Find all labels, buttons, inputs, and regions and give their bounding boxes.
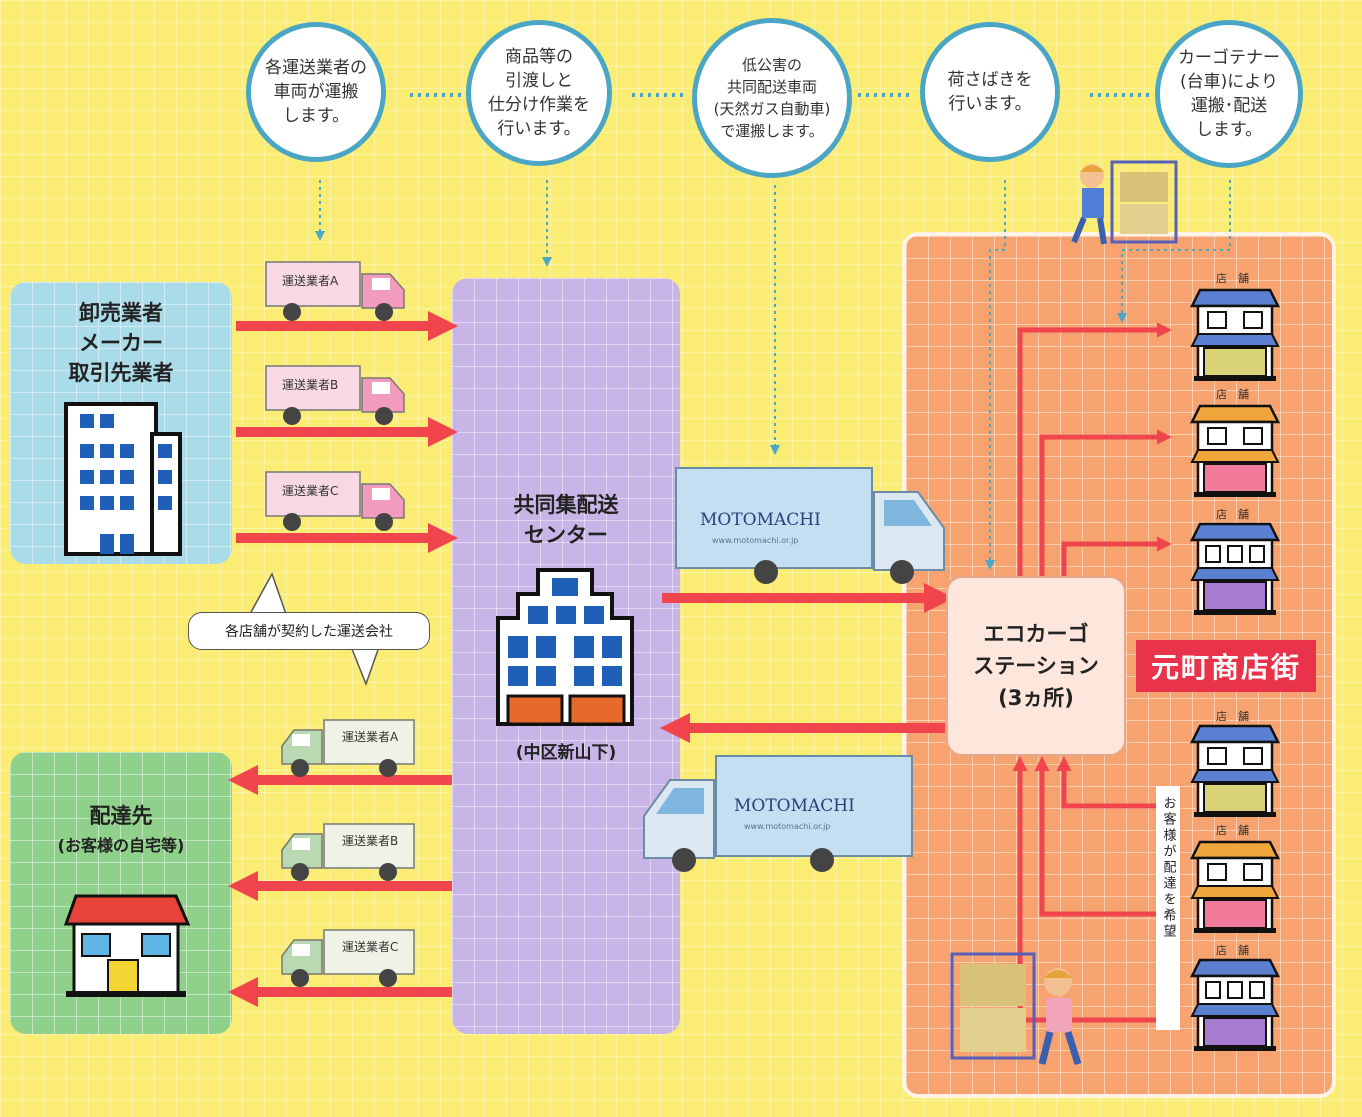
outbound-truck-a-label: 運送業者A [342,730,399,744]
bubble-low-emission-text: 低公害の 共同配送車両 (天然ガス自動車) で運搬します。 [713,56,831,140]
store-icon-5 [1189,840,1281,933]
inbound-truck-b [265,365,405,425]
store-icon-2 [1189,404,1281,497]
distribution-center-icon [496,568,634,726]
store-label-3: 店 舗 [1216,508,1249,521]
store-label-1: 店 舗 [1216,272,1249,285]
house-icon [63,894,191,997]
customer-delivery-request-note: お客様が配達を希望 [1156,786,1180,1030]
truck-url-outbound: www.motomachi.or.jp [712,536,799,545]
contracted-carrier-callout: 各店舗が契約した運送会社 [188,612,430,650]
truck-brand-outbound: MOTOMACHI [700,510,821,530]
inbound-truck-b-label: 運送業者B [282,378,339,392]
destination-panel [10,752,232,1034]
office-building-icon [64,402,182,556]
truck-url-inbound: www.motomachi.or.jp [744,822,831,831]
bubble-handling-text: 荷さばきを 行います。 [947,70,1033,114]
store-icon-4 [1189,724,1281,817]
destination-title: 配達先 [89,804,153,828]
eco-cargo-station-title: エコカーゴ ステーション (3ヵ所) [973,622,1099,710]
cart-worker-bottom-icon [950,952,1082,1066]
outbound-truck-b [281,823,415,881]
store-label-4: 店 舗 [1216,710,1249,723]
inbound-truck-c [265,471,405,531]
bubble-handling: 荷さばきを 行います。 [920,22,1060,162]
center-location: (中区新山下) [515,743,617,763]
store-label-2: 店 舗 [1216,388,1249,401]
store-icon-1 [1189,288,1281,381]
outbound-truck-c [281,929,415,987]
outbound-truck-b-label: 運送業者B [342,834,399,848]
callout-text: 各店舗が契約した運送会社 [225,624,393,640]
store-icon-6 [1189,958,1281,1051]
motomachi-shopping-street-label: 元町商店街 [1136,640,1316,692]
vertical-note-text: お客様が配達を希望 [1160,796,1176,940]
cart-worker-top-icon [1071,160,1178,245]
eco-cargo-station: エコカーゴ ステーション (3ヵ所) [946,576,1126,756]
bubble-low-emission: 低公害の 共同配送車両 (天然ガス自動車) で運搬します。 [692,18,852,178]
outbound-truck-c-label: 運送業者C [342,940,399,954]
suppliers-title: 卸売業者 メーカー 取引先業者 [68,301,174,385]
bubble-sorting: 商品等の 引渡しと 仕分け作業を 行います。 [466,20,612,166]
bubble-carriers-text: 各運送業者の 車両が運搬 します。 [265,58,367,126]
bubble-sorting-text: 商品等の 引渡しと 仕分け作業を 行います。 [488,47,590,139]
bubble-cargotainer: カーゴテナー (台車)により 運搬･配送 します。 [1155,20,1303,168]
store-label-5: 店 舗 [1216,824,1249,837]
inbound-truck-c-label: 運送業者C [282,484,339,498]
bubble-carriers: 各運送業者の 車両が運搬 します。 [246,22,386,162]
joint-delivery-truck-outbound [675,467,945,584]
center-title: 共同集配送 センター [513,493,619,547]
outbound-truck-a [281,719,415,777]
store-icon-3 [1189,522,1281,615]
store-label-6: 店 舗 [1216,944,1249,957]
bubble-cargotainer-text: カーゴテナー (台車)により 運搬･配送 します。 [1178,48,1280,140]
district-label-text: 元町商店街 [1150,651,1301,684]
inbound-truck-a-label: 運送業者A [282,274,339,288]
inbound-truck-a [265,261,405,321]
destination-subtitle: (お客様の自宅等) [57,836,185,855]
truck-brand-inbound: MOTOMACHI [734,796,855,816]
joint-delivery-truck-inbound [643,755,913,872]
